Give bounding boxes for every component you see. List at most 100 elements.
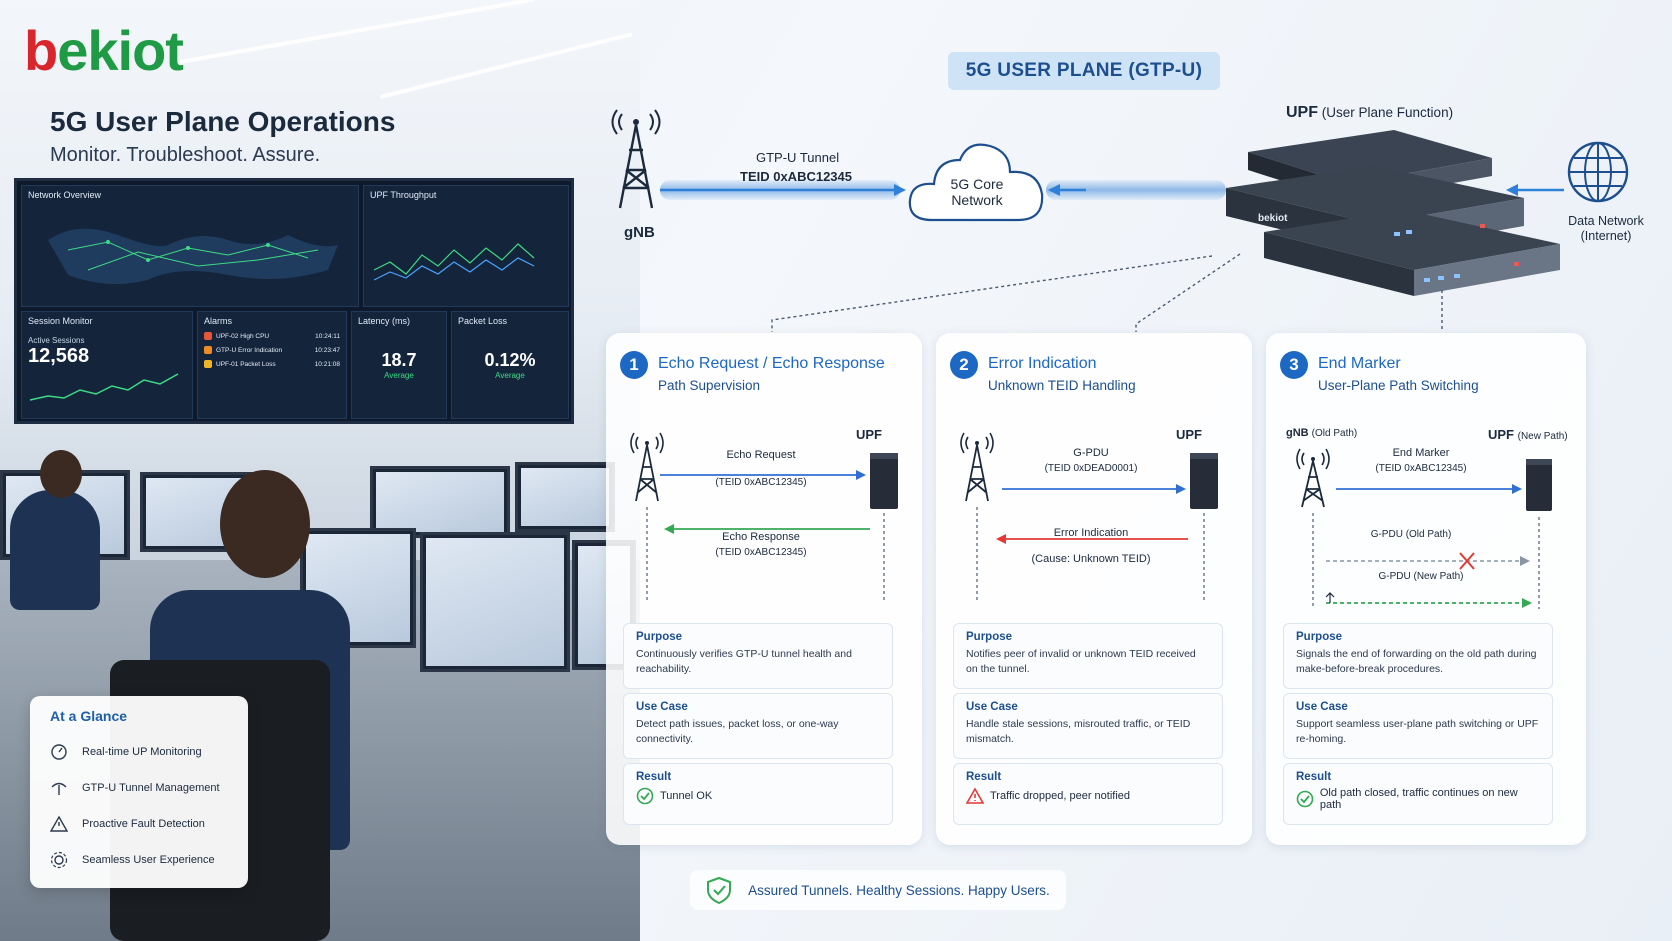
latency-panel: Latency (ms) 18.7 Average (351, 311, 447, 419)
monitor (515, 462, 615, 532)
gnb-label: gNB (1286, 427, 1309, 439)
tunnel-teid: TEID 0xABC12345 (740, 169, 852, 184)
packet-loss-panel: Packet Loss 0.12% Average (451, 311, 569, 419)
tunnel-label: GTP-U Tunnel (756, 150, 840, 165)
monitor (420, 532, 570, 672)
gpdu-old-path-label: G-PDU (Old Path) (1370, 529, 1452, 540)
result-text: Traffic dropped, peer notified (990, 790, 1131, 802)
gpdu-teid: (TEID 0xDEAD0001) (1044, 463, 1138, 474)
world-map-icon (48, 228, 338, 284)
card-title: End Marker (1318, 355, 1401, 372)
data-network-line1: Data Network (1568, 214, 1644, 228)
gnb-mini-tower-icon (1296, 448, 1330, 508)
shield-check-icon (707, 876, 732, 904)
purpose-title: Purpose (1296, 631, 1343, 643)
gnb-mini-tower-icon (630, 432, 664, 502)
video-wall: Network Overview UPF Throughput Session … (14, 178, 574, 424)
core-label-line2: Network (951, 192, 1003, 208)
network-overview-title: Network Overview (28, 190, 102, 200)
5g-core-cloud-icon (908, 143, 1044, 222)
card-subtitle: User-Plane Path Switching (1318, 378, 1479, 393)
error-sequence-diagram (960, 432, 1218, 601)
echo-sequence-diagram (630, 432, 898, 601)
glance-item: GTP-U Tunnel Management (50, 770, 228, 806)
network-overview-panel: Network Overview (21, 185, 359, 307)
alarm-time: 10:21:08 (314, 360, 340, 368)
glance-item-label: Real-time UP Monitoring (82, 746, 202, 758)
packet-loss-sub: Average (495, 371, 525, 380)
usecase-text: Detect path issues, packet loss, or one-… (636, 718, 839, 745)
gnb-old-path-label: gNB (Old Path) (1286, 427, 1357, 439)
glance-item: Real-time UP Monitoring (50, 734, 228, 770)
upf-title-desc: (User Plane Function) (1321, 105, 1454, 120)
tunnel-icon (50, 779, 68, 797)
alarm-time: 10:24:11 (315, 332, 340, 340)
result-title: Result (636, 771, 672, 783)
echo-request-label: Echo Request (726, 449, 796, 461)
card-title: Error Indication (988, 355, 1097, 372)
footer-banner: Assured Tunnels. Healthy Sessions. Happy… (690, 870, 1066, 910)
core-label-line1: 5G Core (950, 176, 1004, 192)
session-monitor-panel: Session Monitor Active Sessions 12,568 (21, 311, 193, 419)
upf-node-label: UPF (856, 427, 882, 442)
alarm-text: UPF-01 Packet Loss (216, 360, 276, 368)
globe-icon (1567, 141, 1629, 203)
end-marker-sequence-diagram (1296, 448, 1552, 609)
end-marker-teid: (TEID 0xABC12345) (1375, 463, 1467, 474)
usecase-box: Use Case Detect path issues, packet loss… (623, 693, 893, 759)
alarms-title: Alarms (204, 316, 233, 326)
glance-item-label: GTP-U Tunnel Management (82, 782, 220, 794)
upf-server-icon (1226, 130, 1560, 296)
operator-head (40, 450, 82, 498)
card-subtitle: Unknown TEID Handling (988, 378, 1136, 393)
upf-server-mini-icon (870, 453, 898, 509)
glance-item: Proactive Fault Detection (50, 806, 228, 842)
glance-item-label: Proactive Fault Detection (82, 818, 205, 830)
upf-brand-badge: bekiot (1258, 213, 1288, 224)
result-box: Result Tunnel OK (623, 763, 893, 825)
packet-loss-title: Packet Loss (458, 316, 508, 326)
alarm-status-icon (204, 346, 212, 354)
usecase-text: Handle stale sessions, misrouted traffic… (966, 718, 1191, 745)
purpose-title: Purpose (636, 631, 683, 643)
gnb-label: gNB (624, 224, 655, 241)
purpose-box: Purpose Continuously verifies GTP-U tunn… (623, 623, 893, 689)
result-row: Old path closed, traffic continues on ne… (1296, 787, 1540, 811)
card-number: 2 (950, 351, 978, 379)
tunnel-arrow-icon (660, 184, 906, 196)
operator-person (10, 490, 100, 610)
glance-item-label: Seamless User Experience (82, 854, 215, 866)
warning-triangle-icon (966, 787, 984, 804)
upf-server-mini-icon (1190, 453, 1218, 509)
at-a-glance-panel: At a Glance Real-time UP Monitoring GTP-… (30, 696, 248, 888)
card-title: Echo Request / Echo Response (658, 355, 885, 372)
diagram-header: 5G USER PLANE (GTP-U) (948, 52, 1220, 90)
echo-request-teid: (TEID 0xABC12345) (715, 477, 807, 488)
purpose-box: Purpose Signals the end of forwarding on… (1283, 623, 1553, 689)
check-circle-icon (636, 787, 654, 805)
connector-lines (771, 253, 1443, 332)
usecase-box: Use Case Handle stale sessions, misroute… (953, 693, 1223, 759)
upf-sub-label: (New Path) (1517, 431, 1568, 442)
active-sessions-label: Active Sessions (28, 336, 85, 345)
throughput-chart-icon (373, 243, 535, 281)
latency-value: 18.7 (381, 350, 417, 370)
tunnel-arrow-icon (1048, 184, 1086, 196)
gtp-u-tunnel (1046, 180, 1226, 200)
alarm-text: GTP-U Error Indication (216, 346, 283, 354)
echo-response-teid: (TEID 0xABC12345) (715, 547, 807, 558)
bekiot-logo: bekiot (24, 19, 184, 82)
card-echo: 1 Echo Request / Echo Response Path Supe… (606, 333, 922, 845)
card-subtitle: Path Supervision (658, 378, 761, 393)
gear-icon (50, 851, 68, 869)
upf-title-bold: UPF (1286, 104, 1318, 121)
upf-new-path-label: UPF (New Path) (1488, 427, 1568, 442)
purpose-text: Notifies peer of invalid or unknown TEID… (966, 648, 1196, 675)
purpose-text: Signals the end of forwarding on the old… (1296, 648, 1537, 675)
upf-title: UPF (User Plane Function) (1286, 104, 1453, 122)
alarm-status-icon (204, 360, 212, 368)
upf-throughput-panel: UPF Throughput (363, 185, 569, 307)
purpose-title: Purpose (966, 631, 1013, 643)
